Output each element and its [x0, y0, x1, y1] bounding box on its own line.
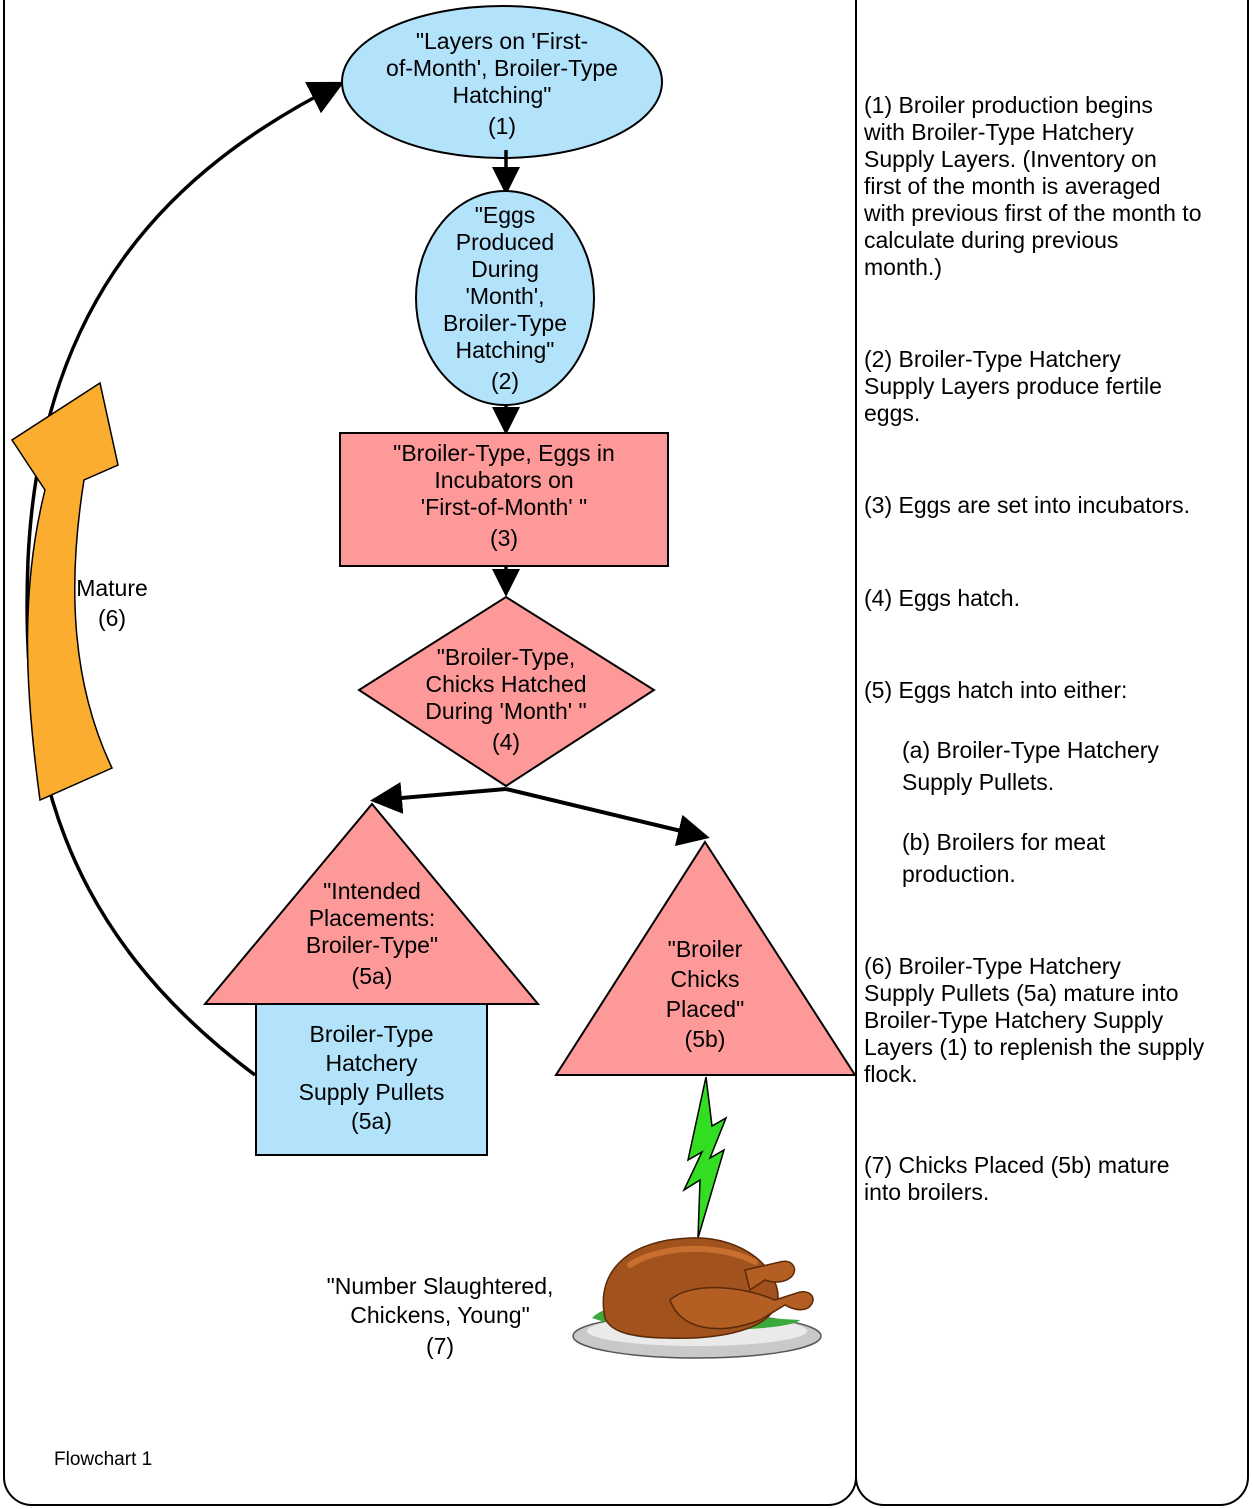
- note-line: Broiler-Type Hatchery Supply: [864, 1007, 1164, 1033]
- node-1-line: Hatching": [452, 82, 552, 108]
- mature-label: Mature (6): [62, 573, 162, 633]
- node-5a-label: "Intended Placements: Broiler-Type" (5a): [262, 878, 482, 990]
- note-line: (7) Chicks Placed (5b) mature: [864, 1152, 1170, 1178]
- node-3-label: "Broiler-Type, Eggs in Incubators on 'Fi…: [342, 440, 666, 552]
- node-2-line: "Eggs: [474, 202, 536, 228]
- node-5a-line: Broiler-Type": [305, 932, 439, 958]
- node-3-line: Incubators on: [434, 467, 574, 493]
- note-line: Supply Pullets (5a) mature into: [864, 980, 1179, 1006]
- note-1: (1) Broiler production begins with Broil…: [864, 92, 1244, 281]
- node-1-line: "Layers on 'First-: [415, 28, 589, 54]
- node-3-line: (3): [489, 525, 519, 551]
- node-2-line: Hatching": [455, 337, 555, 363]
- note-line: (a) Broiler-Type Hatchery: [902, 737, 1159, 763]
- note-line: (b) Broilers for meat: [902, 829, 1106, 855]
- note-line: first of the month is averaged: [864, 173, 1161, 199]
- arrow-4-5a: [370, 782, 507, 814]
- note-line: with previous first of the month to: [864, 200, 1202, 226]
- note-line: Supply Layers produce fertile: [864, 373, 1162, 399]
- node-4-label: "Broiler-Type, Chicks Hatched During 'Mo…: [396, 644, 616, 756]
- node-2-line: 'Month',: [465, 283, 545, 309]
- node-1-line: of-Month', Broiler-Type: [386, 55, 618, 81]
- node-pullets-box: [255, 1003, 488, 1156]
- note-line: (4) Eggs hatch.: [864, 585, 1020, 611]
- note-line: (2) Broiler-Type Hatchery: [864, 346, 1121, 372]
- return-curve: [25, 81, 345, 1077]
- note-line: month.): [864, 254, 942, 280]
- node-5a-box-line: Hatchery: [325, 1050, 418, 1076]
- node-hatched-diamond: [357, 595, 656, 788]
- arrow-4-5b: [505, 787, 710, 846]
- note-5b: (b) Broilers for meat production.: [902, 826, 1242, 890]
- note-line: production.: [902, 861, 1016, 887]
- note-line: calculate during previous: [864, 227, 1119, 253]
- node-7-label: "Number Slaughtered, Chickens, Young" (7…: [300, 1272, 580, 1361]
- node-2-line: Broiler-Type: [443, 310, 567, 336]
- note-6: (6) Broiler-Type Hatchery Supply Pullets…: [864, 953, 1244, 1088]
- node-7-line: Chickens, Young": [350, 1302, 530, 1328]
- node-incubators-box: [339, 432, 669, 567]
- node-5a-box-line: (5a): [351, 1108, 392, 1134]
- node-layers-ellipse: [341, 5, 663, 159]
- node-5a-line: "Intended: [323, 878, 421, 904]
- mature-line: (6): [97, 605, 127, 631]
- note-line: eggs.: [864, 400, 921, 426]
- note-line: Supply Layers. (Inventory on: [864, 146, 1157, 172]
- node-2-line: During: [471, 256, 539, 282]
- node-5b-line: (5b): [684, 1026, 726, 1052]
- flowchart-caption: Flowchart 1: [54, 1449, 153, 1470]
- node-1-line: (1): [487, 113, 517, 139]
- node-7-line: "Number Slaughtered,: [326, 1273, 554, 1299]
- node-4-line: (4): [491, 729, 521, 755]
- note-5a: (a) Broiler-Type Hatchery Supply Pullets…: [902, 734, 1242, 798]
- note-4: (4) Eggs hatch.: [864, 585, 1244, 612]
- node-5b-line: Chicks: [670, 966, 740, 992]
- node-5a-box-line: Broiler-Type: [309, 1021, 434, 1047]
- node-2-label: "Eggs Produced During 'Month', Broiler-T…: [420, 202, 590, 395]
- node-1-label: "Layers on 'First- of-Month', Broiler-Ty…: [352, 28, 652, 140]
- roast-chicken-icon: [572, 1237, 822, 1359]
- notes-panel: [855, 0, 1249, 1506]
- node-7-line: (7): [425, 1333, 455, 1359]
- note-line: Layers (1) to replenish the supply: [864, 1034, 1205, 1060]
- node-5a-line: (5a): [351, 963, 393, 989]
- node-4-line: "Broiler-Type,: [436, 644, 576, 670]
- note-line: flock.: [864, 1061, 918, 1087]
- node-3-line: "Broiler-Type, Eggs in: [393, 440, 615, 466]
- node-5b-line: "Broiler: [667, 936, 743, 962]
- node-2-line: (2): [490, 368, 520, 394]
- note-line: Supply Pullets.: [902, 769, 1055, 795]
- note-5: (5) Eggs hatch into either:: [864, 677, 1244, 704]
- mature-arrow: [10, 381, 119, 802]
- mature-line: Mature: [76, 575, 148, 601]
- node-5b-label: "Broiler Chicks Placed" (5b): [630, 934, 780, 1054]
- note-2: (2) Broiler-Type Hatchery Supply Layers …: [864, 346, 1244, 427]
- note-line: (3) Eggs are set into incubators.: [864, 492, 1190, 518]
- node-4-line: Chicks Hatched: [425, 671, 587, 697]
- note-line: (6) Broiler-Type Hatchery: [864, 953, 1121, 979]
- node-5a-box-label: Broiler-Type Hatchery Supply Pullets (5a…: [258, 1020, 485, 1136]
- node-5a-box-line: Supply Pullets: [298, 1079, 445, 1105]
- node-4-line: During 'Month' ": [425, 698, 587, 724]
- note-line: (5) Eggs hatch into either:: [864, 677, 1128, 703]
- note-7: (7) Chicks Placed (5b) mature into broil…: [864, 1152, 1244, 1206]
- node-5b-line: Placed": [665, 996, 745, 1022]
- node-2-line: Produced: [455, 229, 555, 255]
- note-line: into broilers.: [864, 1179, 990, 1205]
- node-chicks-placed-triangle: [554, 840, 857, 1076]
- lightning-icon: [682, 1076, 728, 1239]
- note-3: (3) Eggs are set into incubators.: [864, 492, 1244, 519]
- node-3-line: 'First-of-Month' ": [420, 494, 588, 520]
- note-line: with Broiler-Type Hatchery: [864, 119, 1134, 145]
- note-line: (1) Broiler production begins: [864, 92, 1153, 118]
- node-5a-line: Placements:: [308, 905, 436, 931]
